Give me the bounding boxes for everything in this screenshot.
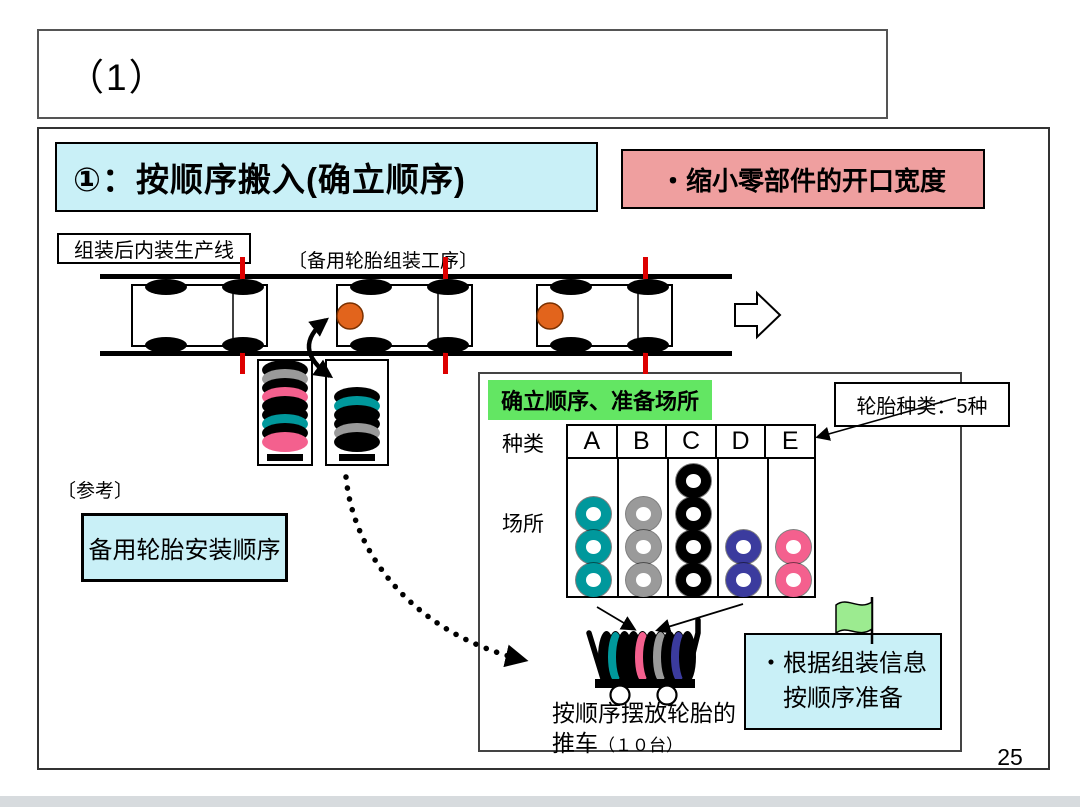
process-label-text: 〔备用轮胎组装工序〕 xyxy=(288,251,479,272)
process-label: 〔备用轮胎组装工序〕 xyxy=(288,246,478,273)
reference-box: 备用轮胎安装顺序 xyxy=(81,513,288,582)
tire-stack-right xyxy=(325,359,389,466)
reference-box-text: 备用轮胎安装顺序 xyxy=(88,537,281,564)
col-letter: D xyxy=(731,427,750,455)
table-body-row xyxy=(568,459,814,598)
step-header: ①：按顺序搬入(确立顺序) xyxy=(55,142,598,212)
table-header-cell: E xyxy=(766,426,814,457)
tire-place-column-d xyxy=(718,530,768,597)
tire-donut xyxy=(575,530,611,564)
panel-green-label-text: 确立顺序、准备场所 xyxy=(500,389,699,414)
tire-donut xyxy=(675,464,711,498)
table-divider xyxy=(767,459,769,598)
stack-base-bar xyxy=(267,454,303,461)
col-letter: E xyxy=(781,427,799,455)
reference-label: 〔参考〕 xyxy=(57,476,133,503)
row-label-text: 场所 xyxy=(502,513,544,536)
table-divider xyxy=(667,459,669,598)
callout-box: ・缩小零部件的开口宽度 xyxy=(621,149,985,209)
table-row-label-place: 场所 xyxy=(502,508,544,538)
tire-place-column-c xyxy=(668,464,718,597)
tire-donut xyxy=(775,563,811,597)
slide-title-box: （1） xyxy=(37,29,888,119)
tire-donut xyxy=(575,563,611,597)
cart-caption-text: 推车 xyxy=(552,730,598,756)
table-header-cell: B xyxy=(618,426,668,457)
table-header-row: A B C D E xyxy=(568,426,814,459)
tire-types-text: 轮胎种类：5种 xyxy=(856,396,988,418)
tire-place-column-e xyxy=(768,530,818,597)
table-header-cell: D xyxy=(717,426,767,457)
info-box-line1: ・根据组装信息 xyxy=(759,649,927,677)
tire-donut xyxy=(675,563,711,597)
table-divider xyxy=(617,459,619,598)
stack-base-bar xyxy=(339,454,375,461)
cart-caption-line1: 按顺序摆放轮胎的 xyxy=(552,694,736,728)
row-label-text: 种类 xyxy=(502,433,544,456)
step-header-text: ①：按顺序搬入(确立顺序) xyxy=(73,161,466,198)
table-row-label-type: 种类 xyxy=(502,428,544,458)
cart-tire-row xyxy=(599,632,695,682)
tire-donut xyxy=(675,530,711,564)
tire-donut xyxy=(575,497,611,531)
tire-donut xyxy=(725,530,761,564)
page-number-text: 25 xyxy=(997,744,1023,770)
main-content-box xyxy=(37,127,1050,770)
callout-text: ・缩小零部件的开口宽度 xyxy=(659,165,946,196)
tire-stack-right-tires xyxy=(334,387,380,452)
tire-place-column-a xyxy=(568,497,618,597)
line-label-text: 组装后内装生产线 xyxy=(74,240,234,262)
table-header-cell: C xyxy=(667,426,717,457)
slide-bottom-edge xyxy=(0,796,1080,807)
tire-types-box: 轮胎种类：5种 xyxy=(834,382,1010,427)
tire-stack-left-tires xyxy=(262,360,308,452)
col-letter: C xyxy=(681,427,701,455)
tire-donut xyxy=(675,497,711,531)
line-label-box: 组装后内装生产线 xyxy=(57,233,251,264)
slide-title-text: （1） xyxy=(67,57,168,98)
tire-donut xyxy=(725,563,761,597)
tire-donut xyxy=(625,530,661,564)
tire-donut xyxy=(775,530,811,564)
stacked-tire xyxy=(334,432,380,452)
page-number: 25 xyxy=(985,744,1035,771)
cart-tire xyxy=(680,632,695,682)
info-box: ・根据组装信息 按顺序准备 xyxy=(744,633,942,730)
info-box-line2: 按顺序准备 xyxy=(783,684,903,712)
tire-donut xyxy=(625,563,661,597)
tire-type-table: A B C D E xyxy=(566,424,816,598)
tire-stack-left xyxy=(257,359,313,466)
reference-label-text: 〔参考〕 xyxy=(57,481,134,502)
tire-place-column-b xyxy=(618,497,668,597)
panel-green-label: 确立顺序、准备场所 xyxy=(488,380,712,420)
col-letter: A xyxy=(583,427,601,455)
table-header-cell: A xyxy=(568,426,618,457)
cart-caption-text: 按顺序摆放轮胎的 xyxy=(552,700,736,726)
cart-count-text: （１０台） xyxy=(598,736,683,755)
table-divider xyxy=(717,459,719,598)
stacked-tire xyxy=(262,432,308,452)
cart-caption-line2: 推车（１０台） xyxy=(552,724,683,758)
col-letter: B xyxy=(633,427,650,455)
tire-donut xyxy=(625,497,661,531)
